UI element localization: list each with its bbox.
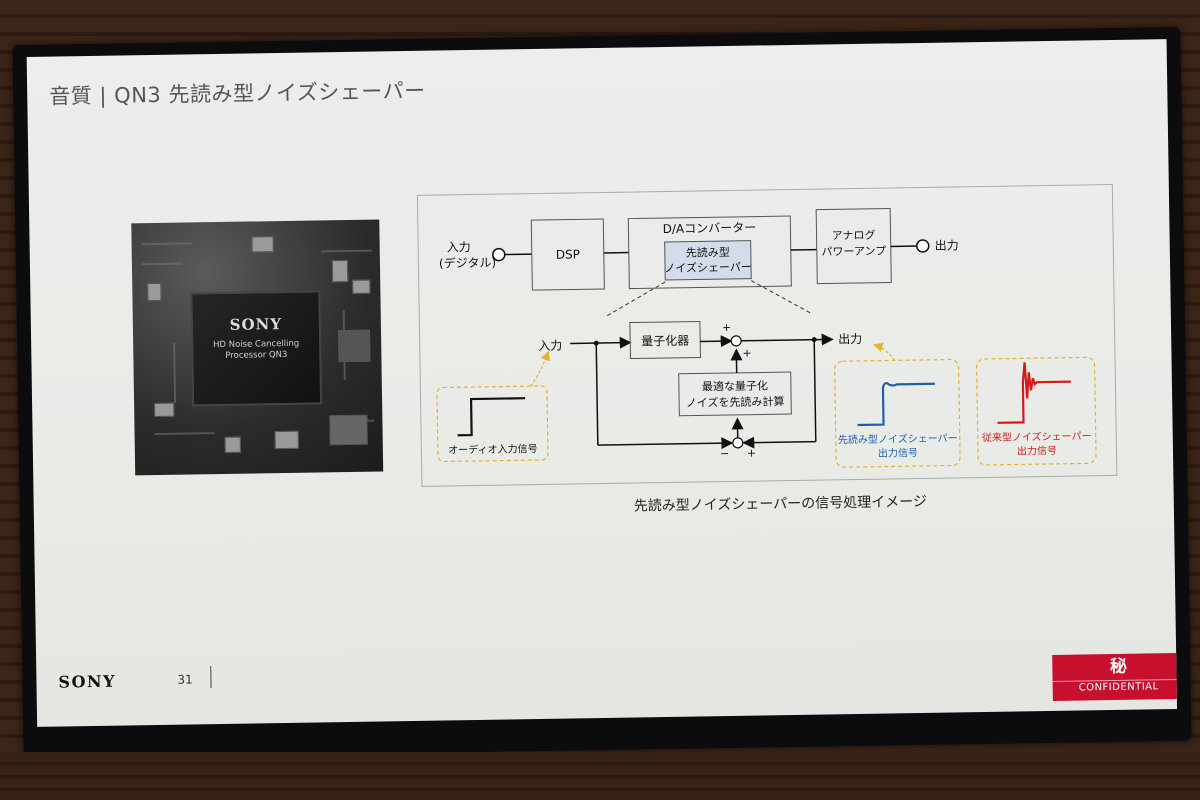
wire-feedback-bottom-left: [597, 437, 734, 450]
conventional-output-label-2: 出力信号: [1017, 444, 1057, 458]
chip-photo: SONY HD Noise Cancelling Processor QN3: [131, 219, 384, 476]
audio-input-arrow: [530, 350, 550, 387]
wire-feedback-left: [595, 343, 599, 446]
output-label: 出力: [935, 238, 959, 252]
input-terminal: [492, 247, 506, 262]
confidential-label: CONFIDENTIAL: [1052, 678, 1178, 696]
dsp-label: DSP: [556, 247, 580, 261]
footer-brand-logo: SONY: [58, 671, 117, 692]
wire-inner-input: [570, 336, 632, 349]
inner-output-label: 出力: [838, 332, 862, 346]
summing-junction-top: [730, 335, 742, 347]
dsp-block: [530, 218, 605, 291]
processor-die: SONY HD Noise Cancelling Processor QN3: [190, 290, 323, 407]
optimal-quantization-block: [678, 371, 792, 417]
plus-sign-right: +: [742, 347, 751, 360]
conventional-output-label-1: 従来型ノイズシェーパー: [982, 429, 1092, 444]
minus-sign-bottom: −: [720, 447, 729, 460]
shaper-label-1: 先読み型: [686, 245, 730, 260]
optimal-label-1: 最適な量子化: [702, 378, 768, 393]
input-label: 入力: [447, 240, 471, 254]
plus-sign-bottom: +: [747, 447, 756, 460]
chip-label-line2: Processor QN3: [225, 349, 288, 361]
output-terminal: [915, 239, 930, 253]
amp-label-1: アナログ: [832, 228, 876, 243]
chip-brand-logo: SONY: [229, 315, 283, 334]
diagram-svg: 入力 (デジタル) DSP D/Aコンバーター 先読み型 ノイズシェーパー アナ…: [436, 207, 1097, 468]
audio-input-box: [436, 385, 549, 463]
shaper-label-2: ノイズシェーパー: [664, 260, 752, 275]
conventional-output-waveform: [997, 362, 1071, 424]
inner-input-label: 入力: [538, 339, 562, 353]
lookahead-output-label-1: 先読み型ノイズシェーパー: [838, 431, 958, 446]
lookahead-output-label-2: 出力信号: [878, 446, 918, 460]
diagram-caption: 先読み型ノイズシェーパーの信号処理イメージ: [633, 493, 928, 515]
amp-label-2: パワーアンプ: [821, 245, 886, 259]
lookahead-output-arrow: [873, 342, 896, 361]
footer-divider: [210, 666, 212, 689]
lookahead-shaper-block: [664, 240, 752, 281]
optimal-label-2: ノイズを先読み計算: [686, 394, 785, 410]
page-number: 31: [177, 672, 193, 687]
lookahead-output-waveform: [857, 381, 935, 427]
display-monitor: 音質 | QN3 先読み型ノイズシェーパー SONY HD Noise Canc…: [12, 26, 1192, 760]
confidential-badge: 秘 CONFIDENTIAL: [1052, 652, 1178, 701]
signal-diagram: 入力 (デジタル) DSP D/Aコンバーター 先読み型 ノイズシェーパー アナ…: [416, 183, 1118, 487]
conventional-output-box: [976, 356, 1097, 466]
slide-title: 音質 | QN3 先読み型ノイズシェーパー: [49, 78, 426, 109]
plus-sign-top: +: [722, 321, 731, 334]
audio-input-step: [457, 397, 526, 437]
input-sublabel: (デジタル): [439, 255, 496, 271]
zoom-line-left: [604, 281, 666, 318]
quantizer-block: [629, 320, 701, 360]
lookahead-output-box: [834, 358, 961, 468]
quantizer-label: 量子化器: [641, 334, 689, 349]
wire-sum-output: [741, 333, 834, 346]
dac-label: D/Aコンバーター: [663, 221, 757, 236]
confidential-kanji: 秘: [1109, 656, 1128, 678]
dac-block: [627, 215, 792, 290]
audio-input-label: オーディオ入力信号: [448, 442, 538, 456]
slide-screen: 音質 | QN3 先読み型ノイズシェーパー SONY HD Noise Canc…: [26, 39, 1178, 727]
zoom-line-right: [751, 280, 813, 315]
wire-feedback-bottom-right: [742, 436, 816, 449]
background-floor: [0, 752, 1200, 800]
wire-feedback-right: [813, 339, 817, 442]
summing-junction-bottom: [732, 437, 744, 449]
amp-block: [815, 207, 892, 285]
